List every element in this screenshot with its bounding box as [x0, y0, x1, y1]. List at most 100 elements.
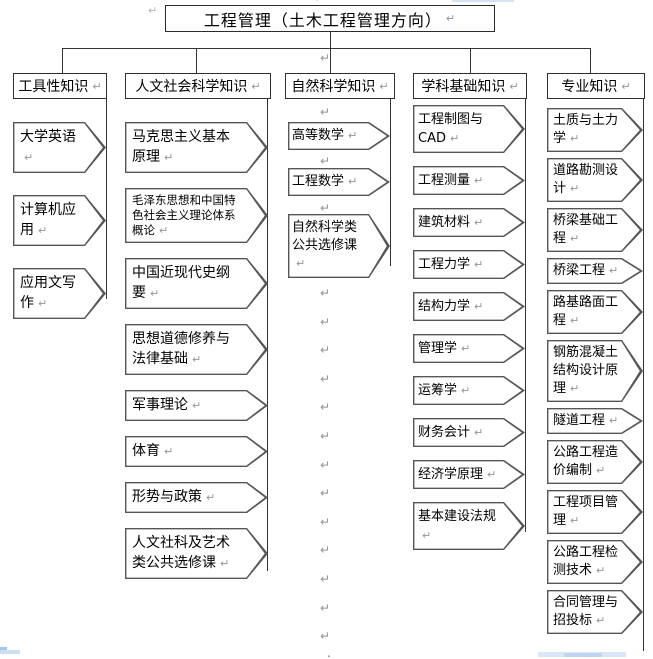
course-item: 应用文写作↵ [13, 268, 106, 319]
course-item: 运筹学↵ [413, 376, 525, 405]
course-label: 军事理论 [132, 397, 188, 413]
paragraph-mark: ↵ [320, 486, 331, 500]
scrollbar-thumb[interactable] [564, 653, 602, 657]
paragraph-mark: ↵ [206, 491, 216, 504]
course-item: 管理学↵ [413, 334, 525, 363]
course-item: 体育↵ [125, 436, 268, 467]
course-item: 道路勘测设计↵ [547, 158, 643, 202]
paragraph-mark: ↵ [320, 201, 331, 215]
category-header: 学科基础知识 ↵ [413, 73, 527, 99]
course-item: 公路工程造价编制↵ [547, 440, 643, 484]
paragraph-mark: ↵ [320, 543, 331, 557]
course-label: 道路勘测设计 [553, 163, 619, 196]
course-item: 工程力学↵ [413, 250, 525, 279]
category-header: 人文社会科学知识 ↵ [125, 73, 271, 99]
connector-line [196, 48, 198, 73]
course-item: 军事理论 ↵ [125, 390, 268, 421]
selection-fragment [0, 650, 20, 654]
paragraph-mark: ↵ [596, 564, 606, 577]
course-label: 运筹学 [418, 383, 458, 398]
column-natural-science: 自然科学知识 ↵ 高等数学↵工程数学↵自然科学类公共选修课↵ [285, 73, 395, 278]
paragraph-mark: ↵ [192, 399, 202, 412]
course-label: 工程测量 [418, 173, 471, 188]
category-header: 自然科学知识 ↵ [285, 73, 395, 99]
course-label: 毛泽东思想和中国特色社会主义理论体系概论 [132, 193, 236, 237]
paragraph-mark: ↵ [621, 79, 631, 93]
course-label: 工程项目管理 [553, 495, 619, 528]
paragraph-mark: ↵ [570, 132, 580, 145]
paragraph-mark: ↵ [159, 224, 169, 237]
course-item: 计算机应用↵ [13, 195, 106, 246]
paragraph-mark: ↵ [164, 151, 174, 164]
course-item: 公路工程检测技术↵ [547, 540, 643, 584]
paragraph-mark: ↵ [596, 464, 606, 477]
category-label: 专业知识 [561, 79, 618, 95]
column-spine-line [643, 99, 645, 651]
course-list: 土质与土力学↵道路勘测设计↵桥梁基础工程↵桥梁工程↵路基路面工程↵钢筋混凝土结构… [547, 99, 645, 634]
course-label: 思想道德修养与法律基础 [132, 331, 230, 367]
course-item: 合同管理与招投标↵ [547, 590, 643, 634]
course-item: 隧道工程↵ [547, 408, 643, 434]
paragraph-mark: ↵ [474, 426, 484, 439]
course-label: 隧道工程 [553, 413, 606, 428]
paragraph-mark: ↵ [348, 175, 358, 188]
paragraph-mark: ↵ [487, 468, 497, 481]
paragraph-mark: ↵ [461, 384, 471, 397]
paragraph-mark: ↵ [570, 314, 580, 327]
paragraph-mark: ↵ [320, 154, 331, 168]
diagram-title: 工程管理（土木工程管理方向） [203, 10, 442, 30]
course-item: 工程制图与CAD↵ [413, 105, 525, 153]
connector-line [62, 48, 64, 73]
paragraph-mark: ↵ [320, 400, 331, 414]
course-list: 工程制图与CAD↵工程测量↵建筑材料↵工程力学↵结构力学↵管理学↵运筹学↵财务会… [413, 99, 527, 550]
column-humanities-social-science: 人文社会科学知识 ↵ 马克思主义基本原理↵毛泽东思想和中国特色社会主义理论体系概… [125, 73, 271, 579]
course-item: 桥梁基础工程↵ [547, 208, 643, 252]
paragraph-mark: ↵ [220, 557, 230, 570]
course-item: 桥梁工程↵ [547, 258, 643, 284]
paragraph-mark: ↵ [314, 0, 324, 4]
course-item: 路基路面工程↵ [547, 290, 643, 334]
category-header: 工具性知识 ↵ [13, 73, 107, 99]
connector-line [62, 48, 591, 50]
paragraph-mark: ↵ [570, 514, 580, 527]
course-item: 财务会计↵ [413, 418, 525, 447]
course-label: 计算机应用 [20, 202, 76, 238]
course-label: 公路工程检测技术 [553, 545, 619, 578]
course-list: 高等数学↵工程数学↵自然科学类公共选修课↵ [285, 99, 395, 278]
course-label: 公路工程造价编制 [553, 445, 619, 478]
course-label: 管理学 [418, 341, 458, 356]
course-item: 土质与土力学↵ [547, 108, 643, 152]
course-item: 钢筋混凝土结构设计原理↵ [547, 340, 643, 402]
selection-fragment [0, 647, 7, 651]
connector-line [330, 48, 332, 73]
category-label: 人文社会科学知识 [135, 79, 248, 95]
course-label: 土质与土力学 [553, 113, 619, 146]
paragraph-mark: ↵ [38, 224, 48, 237]
course-item: 毛泽东思想和中国特色社会主义理论体系概论↵ [125, 188, 268, 243]
paragraph-mark: ↵ [474, 174, 484, 187]
course-label: 马克思主义基本原理 [132, 129, 230, 165]
course-label: 合同管理与招投标 [553, 595, 619, 628]
category-label: 工具性知识 [18, 79, 89, 95]
course-label: 中国近现代史纲要 [132, 265, 230, 301]
horizontal-scrollbar-fragment[interactable] [538, 652, 626, 657]
paragraph-mark: ↵ [320, 429, 331, 443]
course-label: 自然科学类公共选修课 [292, 220, 358, 253]
paragraph-mark: ↵ [320, 572, 331, 586]
category-label: 自然科学知识 [291, 79, 376, 95]
course-item: 工程数学↵ [288, 168, 390, 196]
column-spine-line [267, 99, 269, 571]
course-label: 基本建设法规 [418, 509, 497, 524]
course-label: 体育 [132, 443, 160, 459]
connector-line [590, 48, 592, 73]
course-item: 人文社科及艺术类公共选修课↵ [125, 528, 268, 579]
course-label: 形势与政策 [132, 489, 202, 505]
course-label: 大学英语 [20, 129, 76, 145]
paragraph-mark: ↵ [148, 4, 158, 17]
paragraph-mark: ↵ [38, 297, 48, 310]
column-spine-line [390, 99, 392, 266]
course-label: 经济学原理 [418, 467, 484, 482]
paragraph-mark: ↵ [296, 257, 306, 270]
paragraph-mark: ↵ [320, 105, 331, 119]
paragraph-mark: ↵ [596, 614, 606, 627]
